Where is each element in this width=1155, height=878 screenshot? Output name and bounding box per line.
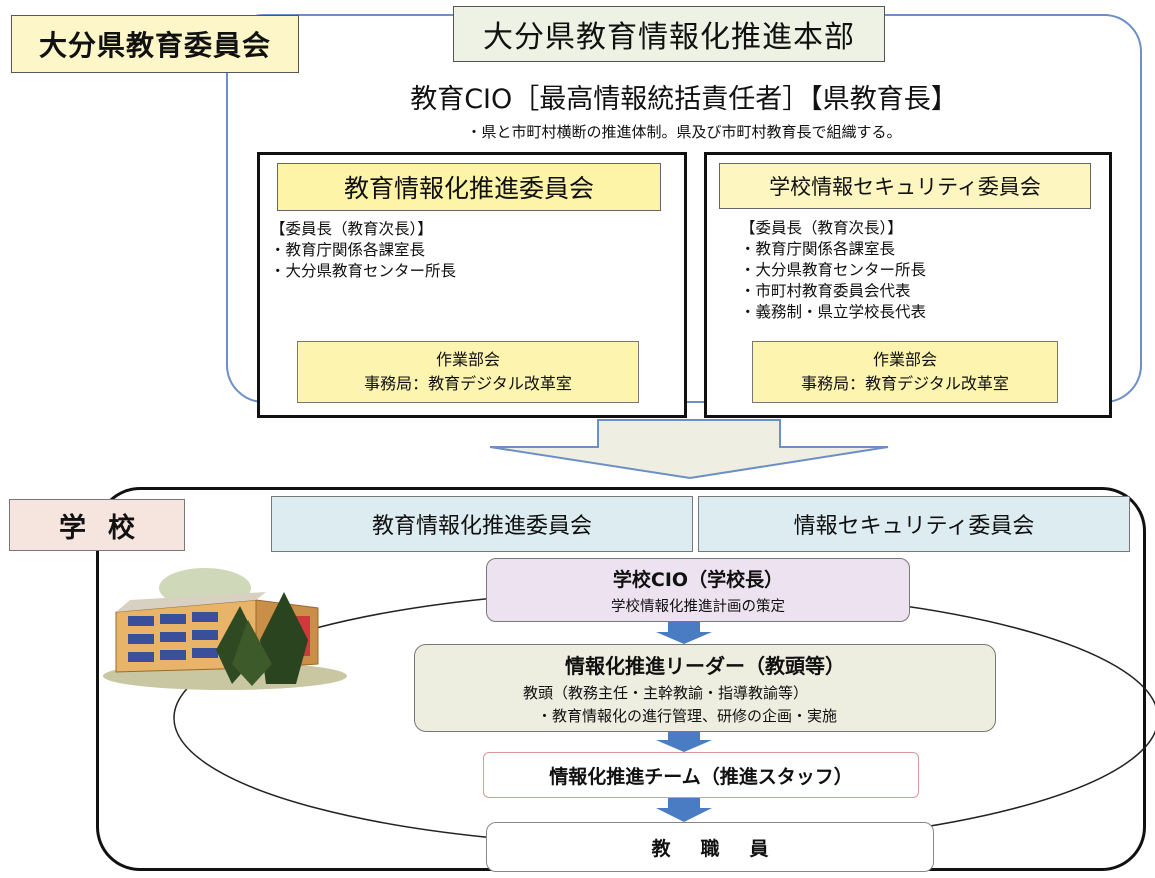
work-group-secretariat: 事務局：教育デジタル改革室: [801, 374, 1009, 393]
school-cio-desc: 学校情報化推進計画の策定: [611, 598, 785, 615]
prefecture-board-label: 大分県教育委員会: [11, 15, 299, 73]
work-group-title: 作業部会: [435, 350, 500, 369]
promotion-team-box: 情報化推進チーム（推進スタッフ）: [483, 752, 919, 798]
school-label: 学校: [9, 499, 185, 551]
committee-members-security: 【委員長（教育次長）】 ・教育庁関係各課室長 ・大分県教育センター所長 ・市町村…: [740, 218, 926, 323]
member-line: ・教育庁関係各課室長: [740, 240, 896, 258]
member-line: 【委員長（教育次長）】: [270, 220, 433, 238]
teaching-staff-box: 教職員: [486, 822, 934, 872]
work-group-title: 作業部会: [872, 350, 937, 369]
school-building-icon: [103, 568, 347, 690]
promotion-leader-title: 情報化推進リーダー（教頭等）: [565, 654, 845, 678]
committee-title-security: 学校情報セキュリティ委員会: [719, 163, 1091, 209]
school-cio-box: 学校CIO（学校長） 学校情報化推進計画の策定: [486, 558, 910, 622]
member-line: ・大分県教育センター所長: [740, 261, 927, 279]
member-line: ・市町村教育委員会代表: [740, 282, 911, 300]
member-line: 【委員長（教育次長）】: [740, 219, 903, 237]
promotion-leader-line1: 教頭（教務主任・主幹教諭・指導教諭等）: [523, 684, 809, 702]
down-arrow-icon: [656, 732, 712, 752]
member-line: ・大分県教育センター所長: [270, 262, 457, 280]
work-group-secretariat: 事務局：教育デジタル改革室: [364, 374, 572, 393]
committee-title-promotion: 教育情報化推進委員会: [277, 163, 661, 211]
down-arrow-icon: [656, 622, 712, 644]
school-cio-title: 学校CIO（学校長）: [612, 568, 784, 591]
promotion-leader-line2: ・教育情報化の進行管理、研修の企画・実施: [537, 707, 838, 725]
member-line: ・義務制・県立学校長代表: [740, 303, 927, 321]
education-cio-line: 教育CIO［最高情報統括責任者］【県教育長】: [410, 83, 958, 115]
work-group-promotion: 作業部会 事務局：教育デジタル改革室: [297, 341, 639, 403]
school-committee-promotion: 教育情報化推進委員会: [271, 496, 693, 552]
down-arrow-icon: [656, 798, 712, 822]
school-committee-security: 情報セキュリティ委員会: [698, 496, 1130, 552]
headquarters-title: 大分県教育情報化推進本部: [453, 6, 885, 62]
headquarters-note: ・県と市町村横断の推進体制。県及び市町村教育長で組織する。: [466, 122, 902, 141]
promotion-leader-box: 情報化推進リーダー（教頭等） 教頭（教務主任・主幹教諭・指導教諭等） ・教育情報…: [414, 644, 996, 732]
work-group-security: 作業部会 事務局：教育デジタル改革室: [752, 341, 1058, 403]
committee-members-promotion: 【委員長（教育次長）】 ・教育庁関係各課室長 ・大分県教育センター所長: [270, 219, 456, 282]
member-line: ・教育庁関係各課室長: [270, 241, 426, 259]
